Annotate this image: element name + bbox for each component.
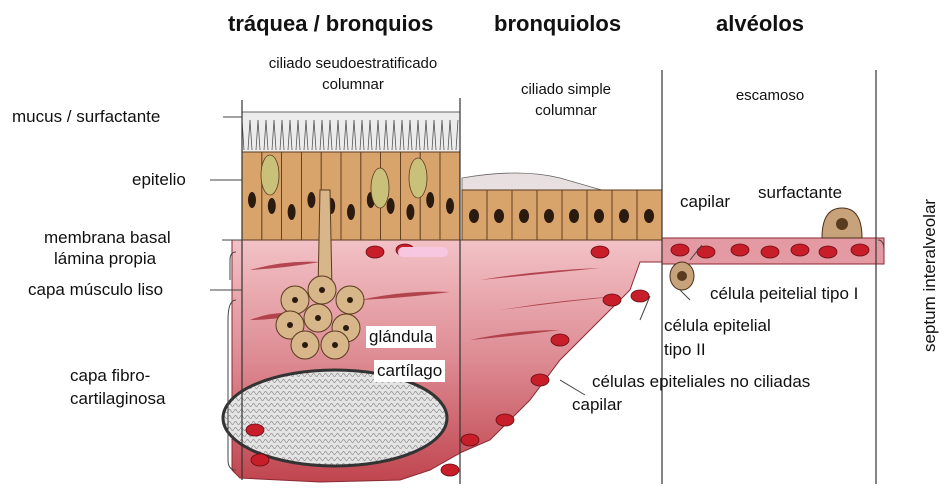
cell-nucleus xyxy=(494,209,504,223)
red-blood-cell xyxy=(791,244,809,256)
highlight-mark xyxy=(398,247,448,257)
red-blood-cell xyxy=(496,414,514,426)
acinus-nucleus xyxy=(332,342,338,348)
trachea-epithelium-type-1: ciliado seudoestratificado xyxy=(218,54,488,73)
label-lamina-propria: lámina propia xyxy=(54,249,156,269)
cell-nucleus xyxy=(644,209,654,223)
acinus-nucleus xyxy=(319,287,325,293)
type2-cell xyxy=(670,262,694,290)
cell-nucleus xyxy=(594,209,604,223)
label-smooth-muscle: capa músculo liso xyxy=(28,280,163,300)
cell-nucleus xyxy=(248,192,256,208)
cell-nucleus xyxy=(406,204,414,220)
red-blood-cell xyxy=(461,434,479,446)
red-blood-cell xyxy=(761,246,779,258)
acinus-nucleus xyxy=(302,342,308,348)
red-blood-cell xyxy=(366,246,384,258)
acinus-nucleus xyxy=(315,315,321,321)
red-blood-cell xyxy=(441,464,459,476)
label-type1-cell: célula peitelial tipo I xyxy=(710,284,858,304)
acinus-nucleus xyxy=(343,325,349,331)
red-blood-cell xyxy=(591,246,609,258)
red-blood-cell xyxy=(551,334,569,346)
trachea-epithelium-type-2: columnar xyxy=(218,75,488,94)
bronchiole-epithelium-type-2: columnar xyxy=(486,101,646,120)
cell-nucleus xyxy=(307,192,315,208)
red-blood-cell xyxy=(251,454,269,466)
label-type2-cell-2: tipo II xyxy=(664,340,706,360)
label-type2-cell-1: célula epitelial xyxy=(664,316,771,336)
cell-nucleus xyxy=(387,198,395,214)
cell-nucleus xyxy=(544,209,554,223)
surfactant-cell xyxy=(822,208,862,238)
label-epithelium: epitelio xyxy=(132,170,186,190)
cell-nucleus xyxy=(268,198,276,214)
red-blood-cell xyxy=(246,424,264,436)
red-blood-cell xyxy=(819,246,837,258)
cell-nucleus xyxy=(347,204,355,220)
goblet-cell xyxy=(261,155,279,195)
red-blood-cell xyxy=(631,290,649,302)
header-alveoli: alvéolos xyxy=(716,12,804,36)
red-blood-cell xyxy=(731,244,749,256)
cartilage-oval xyxy=(223,370,447,466)
goblet-cell xyxy=(371,168,389,208)
red-blood-cell xyxy=(671,244,689,256)
red-blood-cell xyxy=(603,294,621,306)
red-blood-cell xyxy=(851,244,869,256)
cell-nucleus xyxy=(469,209,479,223)
cell-nucleus xyxy=(569,209,579,223)
label-mucus: mucus / surfactante xyxy=(12,107,160,127)
label-gland: glándula xyxy=(366,326,436,348)
label-capillary-bronchiole: capilar xyxy=(572,395,622,415)
label-fibrocartilage-1: capa fibro- xyxy=(70,366,150,386)
red-blood-cell xyxy=(531,374,549,386)
cell-nucleus xyxy=(446,198,454,214)
acinus-nucleus xyxy=(287,322,293,328)
cell-nucleus xyxy=(619,209,629,223)
label-septum: septum interalveolar xyxy=(920,199,940,352)
goblet-cell xyxy=(409,158,427,198)
acinus-nucleus xyxy=(292,297,298,303)
label-surfactant: surfactante xyxy=(758,183,842,203)
header-bronchioles: bronquiolos xyxy=(494,12,621,36)
label-fibrocartilage-2: cartilaginosa xyxy=(70,389,165,409)
cell-nucleus xyxy=(426,192,434,208)
header-trachea: tráquea / bronquios xyxy=(228,12,433,36)
bronchiole-epithelium-type-1: ciliado simple xyxy=(486,80,646,99)
label-non-ciliated: células epiteliales no ciliadas xyxy=(592,372,810,392)
cell-nucleus xyxy=(288,204,296,220)
label-capillary-alveolar: capilar xyxy=(680,192,730,212)
cell-nucleus xyxy=(519,209,529,223)
alveoli-epithelium-type: escamoso xyxy=(690,86,850,105)
acinus-nucleus xyxy=(347,297,353,303)
label-basal-membrane: membrana basal xyxy=(44,228,171,248)
label-cartilage: cartílago xyxy=(374,360,445,382)
